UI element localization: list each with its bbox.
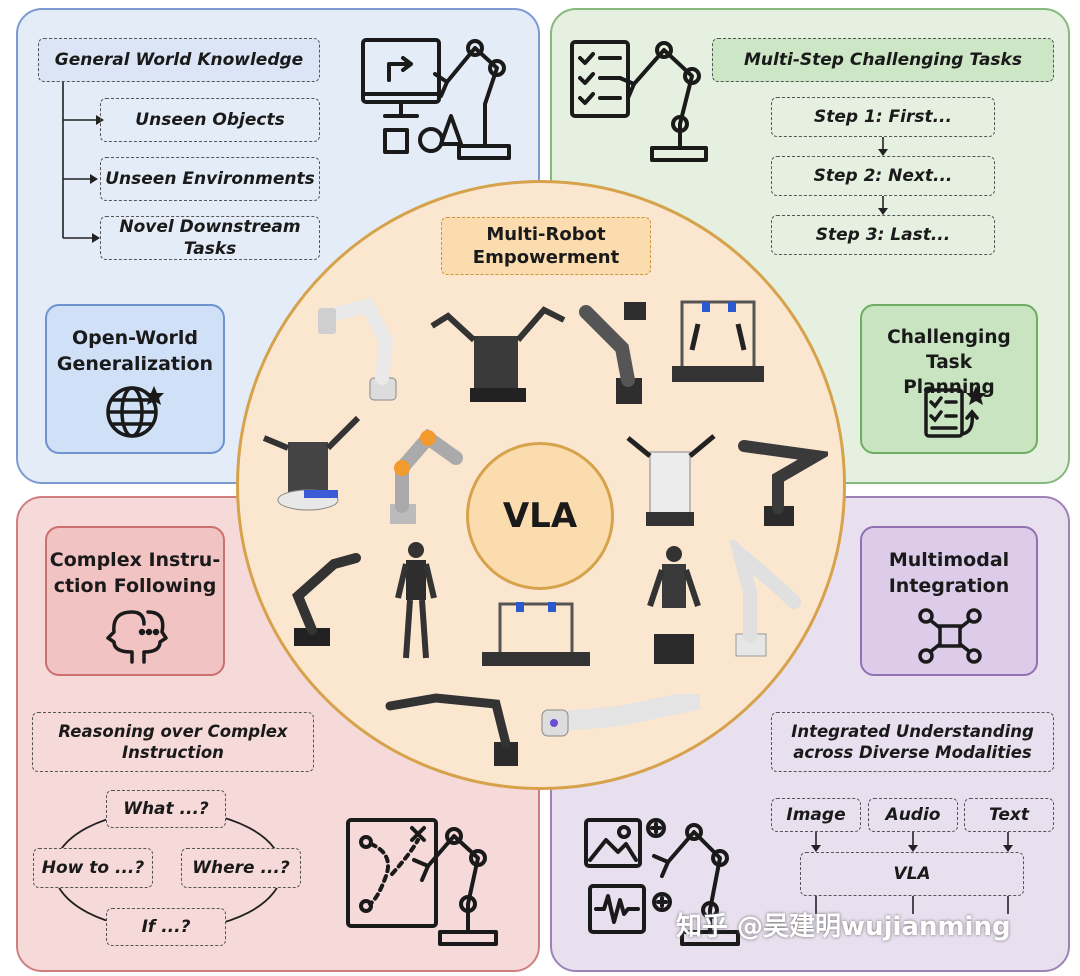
instruction-title-line2: ction Following: [53, 574, 217, 597]
step-1-box: Step 1: First...: [771, 97, 995, 137]
vla-core-circle: VLA: [466, 442, 614, 590]
robot-arm-kuka-1: [390, 428, 463, 524]
question-how-box: How to ...?: [33, 848, 153, 888]
robot-arm-long-black: [385, 693, 518, 766]
robot-dual-arm-mobile-2: [626, 434, 716, 526]
modality-audio-box: Audio: [868, 798, 958, 832]
robot-table-bimanual-2: [482, 602, 590, 666]
map-robot-icon: [346, 818, 498, 946]
question-where-box: Where ...?: [181, 848, 301, 888]
robot-arm-dark-2: [738, 440, 828, 526]
robot-arm-black-3: [292, 553, 361, 646]
globe-star-icon: [106, 386, 164, 438]
robot-arm-kinova: [541, 694, 700, 737]
robot-arm-white-2: [729, 540, 801, 657]
multi-step-tasks-box: Multi-Step Challenging Tasks: [712, 38, 1054, 82]
task-planning-title-line1: Challenging Task: [887, 327, 1011, 373]
multimodal-title-line2: Integration: [888, 574, 1010, 597]
checklist-robot-icon: [570, 40, 708, 162]
robot-arm-white-1: [318, 297, 397, 401]
general-world-knowledge-box: General World Knowledge: [38, 38, 320, 82]
novel-downstream-tasks-box: Novel Downstream Tasks: [100, 216, 320, 260]
robot-humanoid-2: [647, 546, 701, 664]
vla-fusion-box: VLA: [800, 852, 1024, 896]
integrated-understanding-box: Integrated Understanding across Diverse M…: [771, 712, 1054, 772]
empowerment-line2: Empowerment: [472, 247, 620, 268]
modality-text-box: Text: [964, 798, 1054, 832]
two-heads-thinking-icon: [106, 610, 168, 664]
step-3-box: Step 3: Last...: [771, 215, 995, 255]
network-nodes-icon: [918, 608, 982, 664]
robot-arm-dark-1: [579, 302, 646, 404]
robot-dual-arm-mobile-1: [430, 306, 566, 402]
reasoning-line2: Instruction: [122, 743, 224, 762]
robot-mobile-manipulator-1: [262, 415, 361, 511]
image-audio-robot-icon: [584, 818, 740, 946]
watermark: 知乎 @吴建明wujianming: [676, 912, 1011, 942]
robot-table-bimanual-1: [672, 300, 764, 382]
computer-robot-icon: [361, 38, 511, 160]
modality-image-box: Image: [771, 798, 861, 832]
question-if-box: If ...?: [106, 908, 226, 946]
instruction-title-line1: Complex Instru-: [49, 549, 221, 571]
robot-humanoid-1: [395, 542, 437, 659]
step-2-box: Step 2: Next...: [771, 156, 995, 196]
unseen-objects-box: Unseen Objects: [100, 98, 320, 142]
multimodal-integration-card: Multimodal Integration: [860, 526, 1038, 676]
unseen-environments-box: Unseen Environments: [100, 157, 320, 201]
understanding-line1: Integrated Understanding: [791, 721, 1034, 741]
empowerment-line1: Multi-Robot: [486, 223, 606, 245]
question-what-box: What ...?: [106, 790, 226, 828]
reasoning-line1: Reasoning over Complex: [58, 721, 288, 741]
understanding-line2: across Diverse Modalities: [793, 743, 1032, 762]
open-world-title-line1: Open-World: [71, 327, 198, 349]
open-world-generalization-card: Open-World Generalization: [45, 304, 225, 454]
task-list-star-icon: [924, 386, 986, 438]
complex-instruction-following-card: Complex Instru- ction Following: [45, 526, 225, 676]
open-world-title-line2: Generalization: [56, 352, 214, 375]
multimodal-title-line1: Multimodal: [888, 549, 1010, 571]
